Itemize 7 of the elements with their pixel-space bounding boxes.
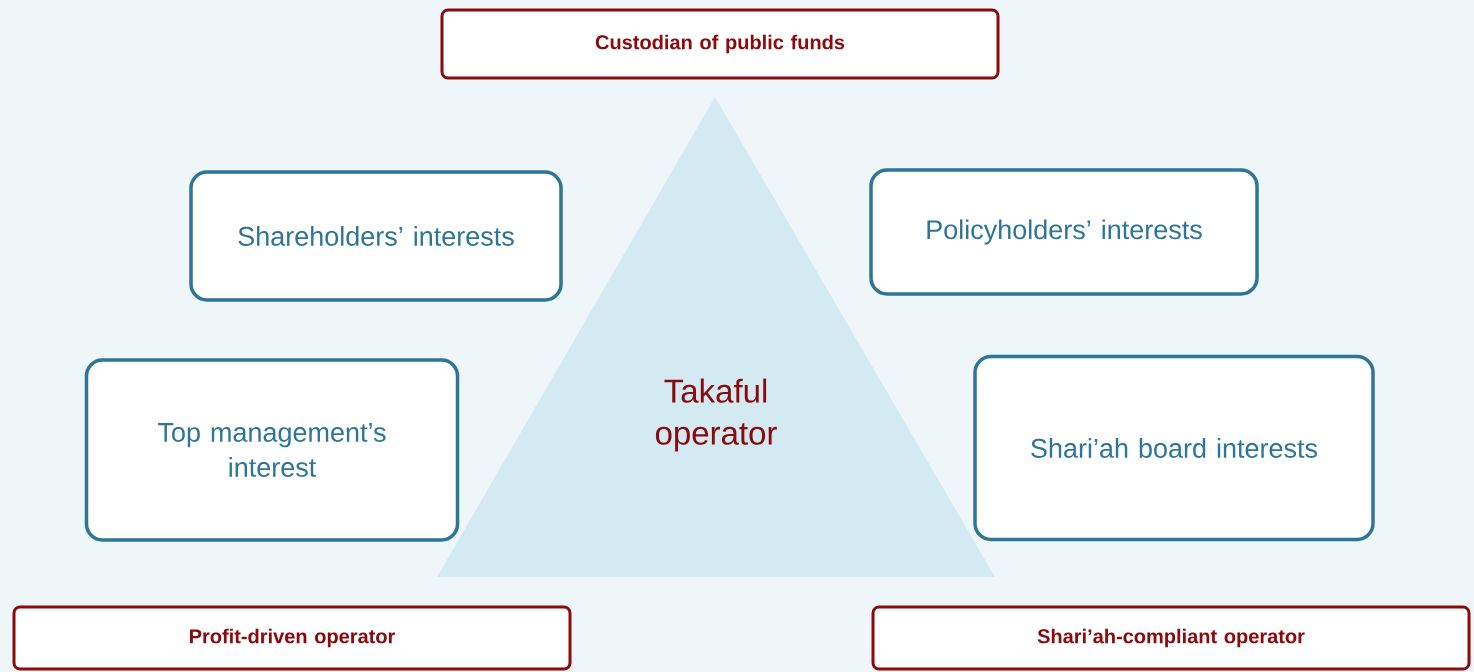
interest-box: Policyholders’ interests <box>869 168 1259 296</box>
interest-box: Shari’ah board interests <box>973 354 1375 542</box>
label-box: Shari’ah-compliant operator <box>871 605 1471 671</box>
label-box: Profit-driven operator <box>12 605 572 671</box>
interest-box: Shareholders’ interests <box>189 170 563 302</box>
label-box: Custodian of public funds <box>440 8 1000 80</box>
interest-box: Top management’s interest <box>84 358 460 542</box>
